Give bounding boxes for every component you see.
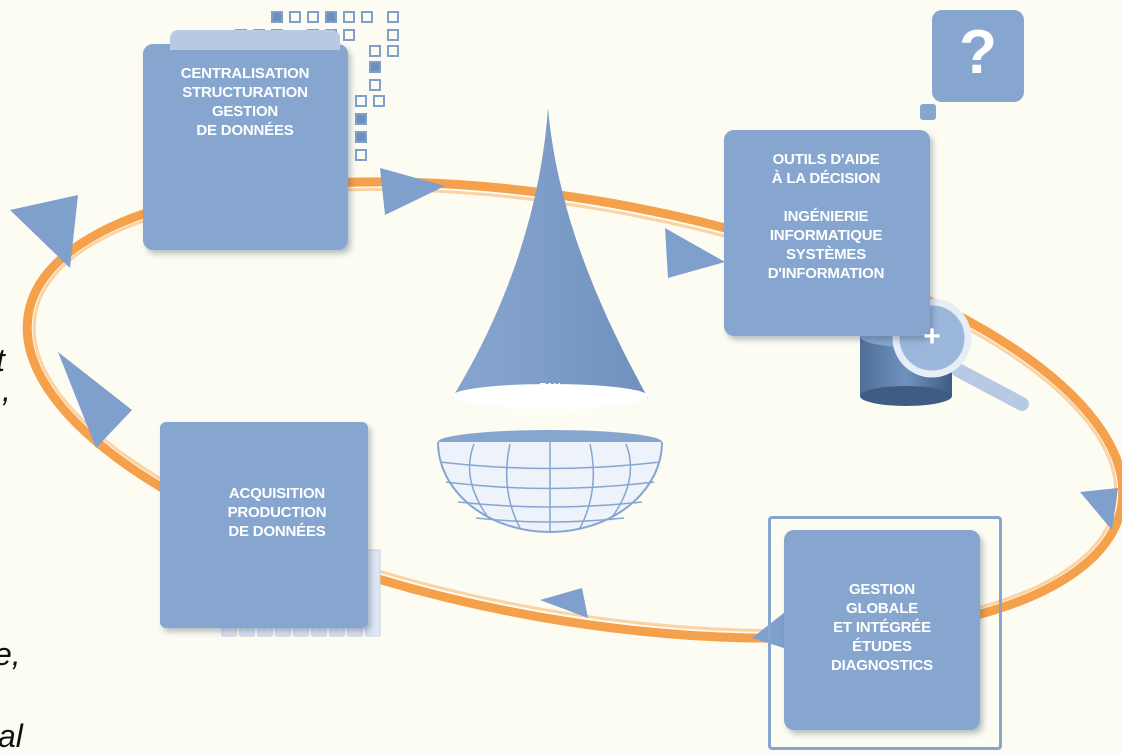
box-acquisition <box>160 422 368 628</box>
arrow-right-1 <box>380 168 445 215</box>
plus-icon: + <box>923 320 941 353</box>
box-outils <box>724 130 930 336</box>
label-center: EAU & ENVIRONNEMENT <box>506 382 594 417</box>
center-globe-graphic <box>437 108 663 533</box>
arrow-down-right <box>1080 488 1118 530</box>
arrow-right-2 <box>665 228 725 278</box>
edge-text-4: al <box>0 718 23 754</box>
box-centralisation <box>143 44 348 250</box>
arrow-up-left-upper <box>10 195 78 268</box>
arrow-left-bottom <box>540 588 588 618</box>
box-gestion <box>784 530 980 730</box>
label-centralisation: CENTRALISATION STRUCTURATION GESTION DE … <box>180 65 310 139</box>
label-outils: OUTILS D'AIDE À LA DÉCISION INGÉNIERIE I… <box>767 151 885 282</box>
database-cylinder-2 <box>860 298 1029 411</box>
question-bubble <box>920 10 1024 120</box>
cycle-arrows <box>10 168 1118 650</box>
label-gestion: GESTION GLOBALE ET INTÉGRÉE ÉTUDES DIAGN… <box>831 581 933 674</box>
question-mark-icon: ? <box>959 18 997 87</box>
label-acquisition: ACQUISITION PRODUCTION DE DONNÉES <box>227 485 327 540</box>
arrow-left-bottom-right <box>752 612 790 650</box>
edge-text-2: , <box>2 372 11 408</box>
box-centralisation-shadow <box>170 30 340 50</box>
arrow-up-left-lower <box>58 352 132 448</box>
edge-text-1: t <box>0 342 5 378</box>
edge-text-3: e, <box>0 636 21 672</box>
